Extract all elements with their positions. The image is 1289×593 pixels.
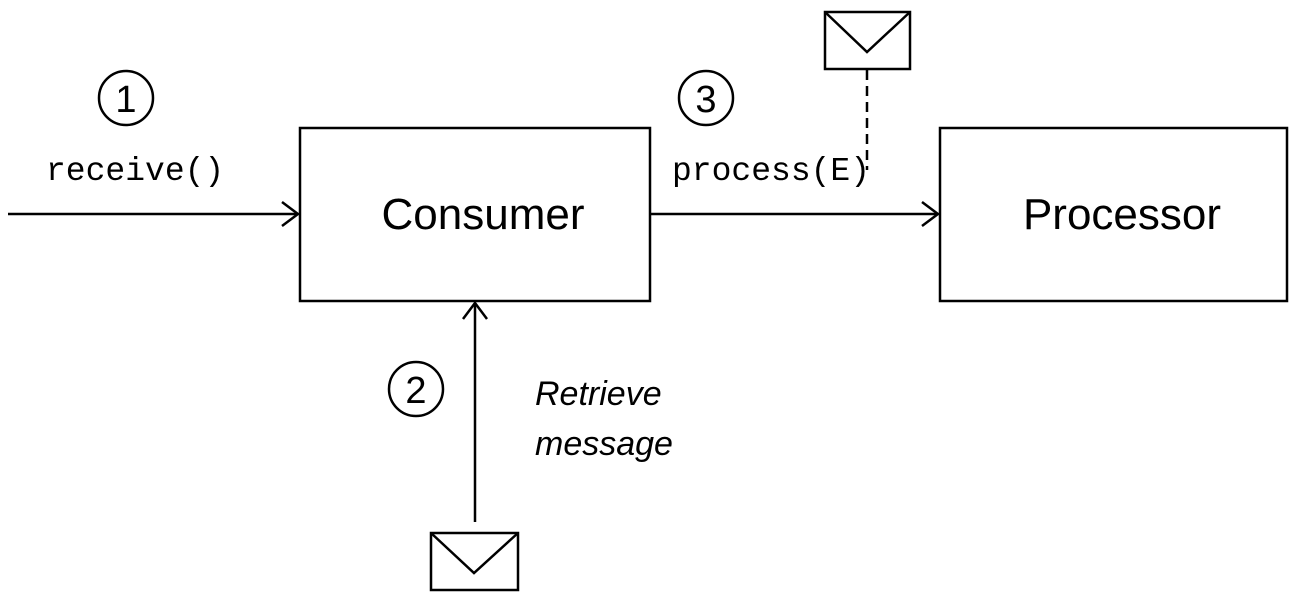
step-1-marker: 1 — [97, 69, 155, 127]
step-2-marker: 2 — [387, 360, 445, 418]
processor-label: Processor — [1023, 190, 1221, 239]
processor-box: Processor — [938, 126, 1289, 303]
exchange-envelope-icon — [823, 10, 912, 71]
retrieve-arrow — [462, 300, 488, 522]
consumer-box: Consumer — [298, 126, 652, 303]
receive-call-label: receive() — [46, 153, 224, 190]
step-3-marker: 3 — [677, 69, 735, 127]
incoming-envelope-icon — [429, 531, 520, 592]
retrieve-label-line2: message — [535, 425, 673, 463]
retrieve-label-line1: Retrieve — [535, 375, 662, 413]
step-3-number: 3 — [695, 79, 716, 121]
receive-arrow — [8, 201, 301, 227]
process-call-label: process(E) — [672, 153, 870, 190]
step-1-number: 1 — [115, 79, 136, 121]
step-2-number: 2 — [405, 370, 426, 412]
process-arrow — [650, 201, 941, 227]
consumer-label: Consumer — [382, 190, 585, 239]
